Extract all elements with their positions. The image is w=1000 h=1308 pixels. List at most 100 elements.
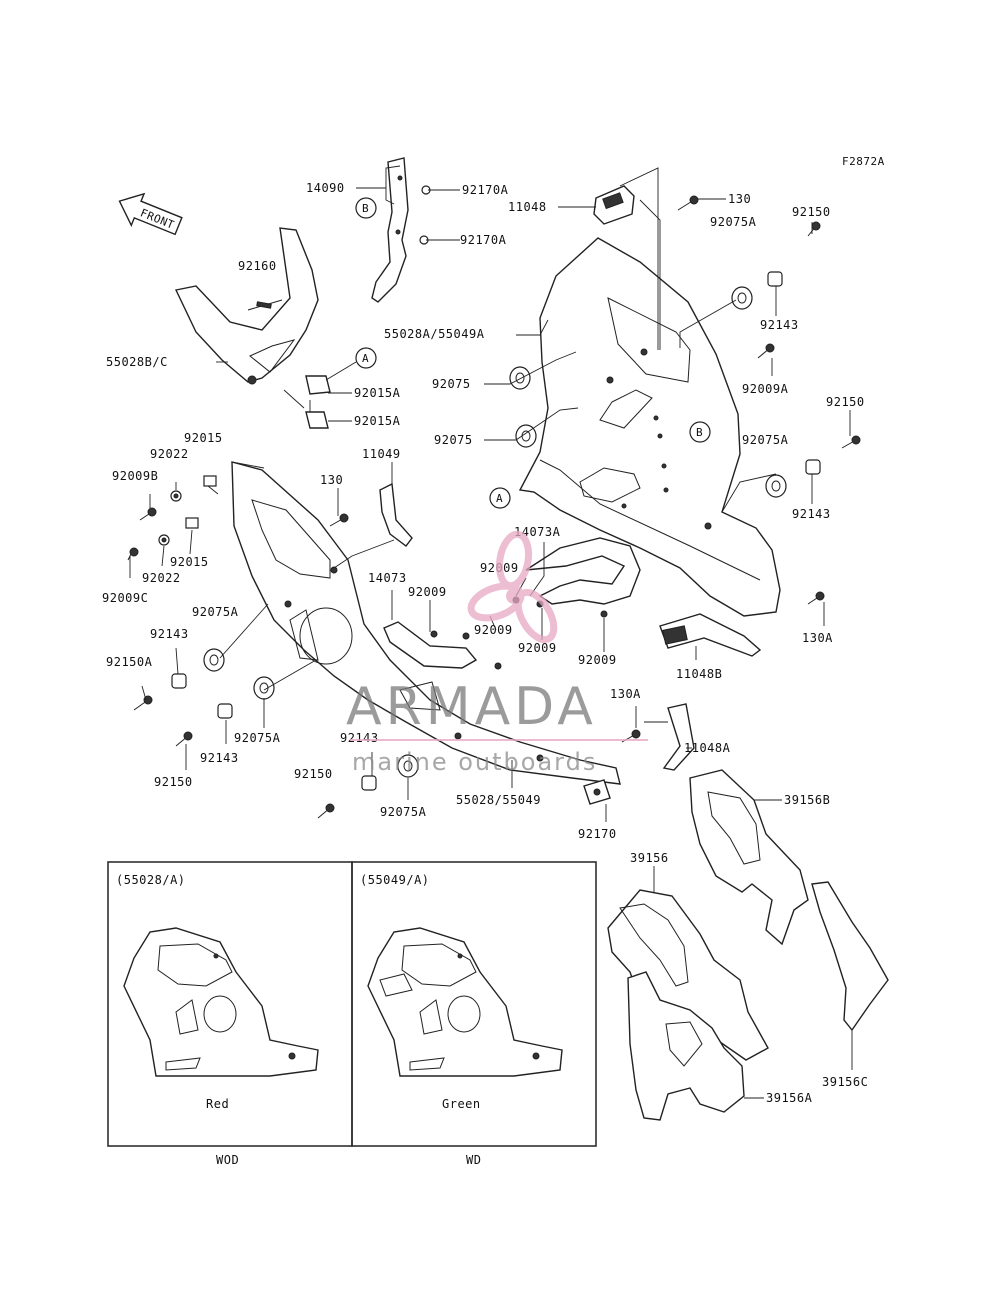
grommet-92075A-top (731, 286, 753, 310)
label-92009-5: 92009 (578, 653, 617, 667)
screw-92009C (127, 547, 139, 561)
inset-right-fairing (367, 927, 563, 1077)
label-14073: 14073 (368, 571, 407, 585)
label-130-mid: 130 (320, 473, 343, 487)
label-11049: 11049 (362, 447, 401, 461)
watermark-subtitle: marine outboards (352, 748, 597, 776)
label-92015A-2: 92015A (354, 414, 401, 428)
collar-92143-center (361, 775, 377, 791)
screw-92009B (139, 507, 157, 521)
screw-130-top (677, 195, 699, 211)
label-92075-2: 92075 (434, 433, 473, 447)
shield-39156A (627, 971, 745, 1121)
svg-text:A: A (362, 352, 369, 365)
label-55028A: 55028A/55049A (384, 327, 485, 341)
label-92009-2: 92009 (408, 585, 447, 599)
label-130A-m: 130A (610, 687, 641, 701)
screw-92150-top (807, 221, 821, 237)
label-92075A-l: 92075A (192, 605, 239, 619)
label-92009-4: 92009 (518, 641, 557, 655)
label-92160: 92160 (238, 259, 277, 273)
inner-panel-14090 (371, 157, 409, 303)
label-92009C: 92009C (102, 591, 148, 605)
label-55028: 55028/55049 (456, 793, 541, 807)
label-92150-r: 92150 (826, 395, 865, 409)
bracket-11048A (662, 703, 695, 771)
inner-cowl-part (174, 227, 319, 385)
label-92075A-top: 92075A (710, 215, 757, 229)
inset-left-header: (55028/A) (116, 873, 186, 887)
label-39156C: 39156C (822, 1075, 868, 1089)
label-92150-c: 92150 (294, 767, 333, 781)
shield-39156C (811, 881, 889, 1032)
label-92170A-2: 92170A (460, 233, 507, 247)
label-39156A: 39156A (766, 1091, 813, 1105)
inset-left-model: WOD (216, 1153, 239, 1167)
screw-92009A (757, 343, 775, 359)
label-92009A: 92009A (742, 382, 789, 396)
callout-a-upper: A (355, 347, 377, 369)
callout-b-upper: B (355, 197, 377, 219)
label-11048A: 11048A (684, 741, 731, 755)
label-14090: 14090 (306, 181, 345, 195)
shield-39156B (689, 769, 809, 946)
front-arrow-icon: FRONT (118, 192, 183, 236)
screw-92150-center (317, 803, 335, 819)
figure-code: F2872A (842, 155, 885, 168)
label-92075A-c: 92075A (380, 805, 427, 819)
label-11048B: 11048B (676, 667, 722, 681)
inset-right: (55049/A) Green (351, 861, 597, 1147)
grommet-92075A-left (203, 648, 225, 672)
bracket-11048 (593, 185, 635, 225)
label-92015-b: 92015 (170, 555, 209, 569)
bracket-11049 (379, 482, 413, 547)
label-92150-l: 92150 (154, 775, 193, 789)
label-92143-l: 92143 (150, 627, 189, 641)
collar-92143-right (805, 459, 821, 475)
label-11048: 11048 (508, 200, 547, 214)
inset-right-header: (55049/A) (360, 873, 430, 887)
label-92022-top: 92022 (150, 447, 189, 461)
stay-14073A (525, 537, 641, 605)
clip-92170 (583, 779, 611, 805)
inset-left-fairing (123, 927, 319, 1077)
upper-cowl-part (518, 237, 781, 617)
label-92015A-1: 92015A (354, 386, 401, 400)
label-55028BC: 55028B/C (106, 355, 168, 369)
svg-text:A: A (496, 492, 503, 505)
grommet-92075A-right (765, 474, 787, 498)
grommet-92075A-mid (253, 676, 275, 700)
leader-lines (129, 165, 853, 1099)
nut-92015-bottom (185, 517, 199, 529)
label-92150-top: 92150 (792, 205, 831, 219)
svg-text:B: B (362, 202, 369, 215)
label-92009B: 92009B (112, 469, 158, 483)
lower-fairing-part (231, 461, 621, 785)
collar-92143-left (171, 673, 187, 689)
screw-130-mid (329, 513, 349, 527)
screw-92150A (133, 695, 153, 711)
washer-92022-bottom (158, 534, 170, 546)
label-92009-3: 92009 (474, 623, 513, 637)
bracket-11048B (659, 613, 762, 657)
washer-92022-top (170, 490, 182, 502)
screw-92150-right (841, 435, 861, 449)
label-92170: 92170 (578, 827, 617, 841)
bracket-92015A-upper (305, 375, 331, 395)
grommet-92075-upper (509, 366, 531, 390)
inset-left-color: Red (206, 1097, 229, 1111)
label-92075A-r: 92075A (742, 433, 789, 447)
label-92150A: 92150A (106, 655, 153, 669)
callout-a-right: A (489, 487, 511, 509)
collar-92143-mid (217, 703, 233, 719)
inset-right-model: WD (466, 1153, 481, 1167)
svg-text:B: B (696, 426, 703, 439)
watermark-title: ARMADA (346, 677, 597, 737)
callout-b-right: B (689, 421, 711, 443)
label-39156: 39156 (630, 851, 669, 865)
collar-92143-top (767, 271, 783, 287)
watermark: ARMADA marine outboards (346, 530, 648, 776)
label-92075A-m: 92075A (234, 731, 281, 745)
label-92022-b: 92022 (142, 571, 181, 585)
